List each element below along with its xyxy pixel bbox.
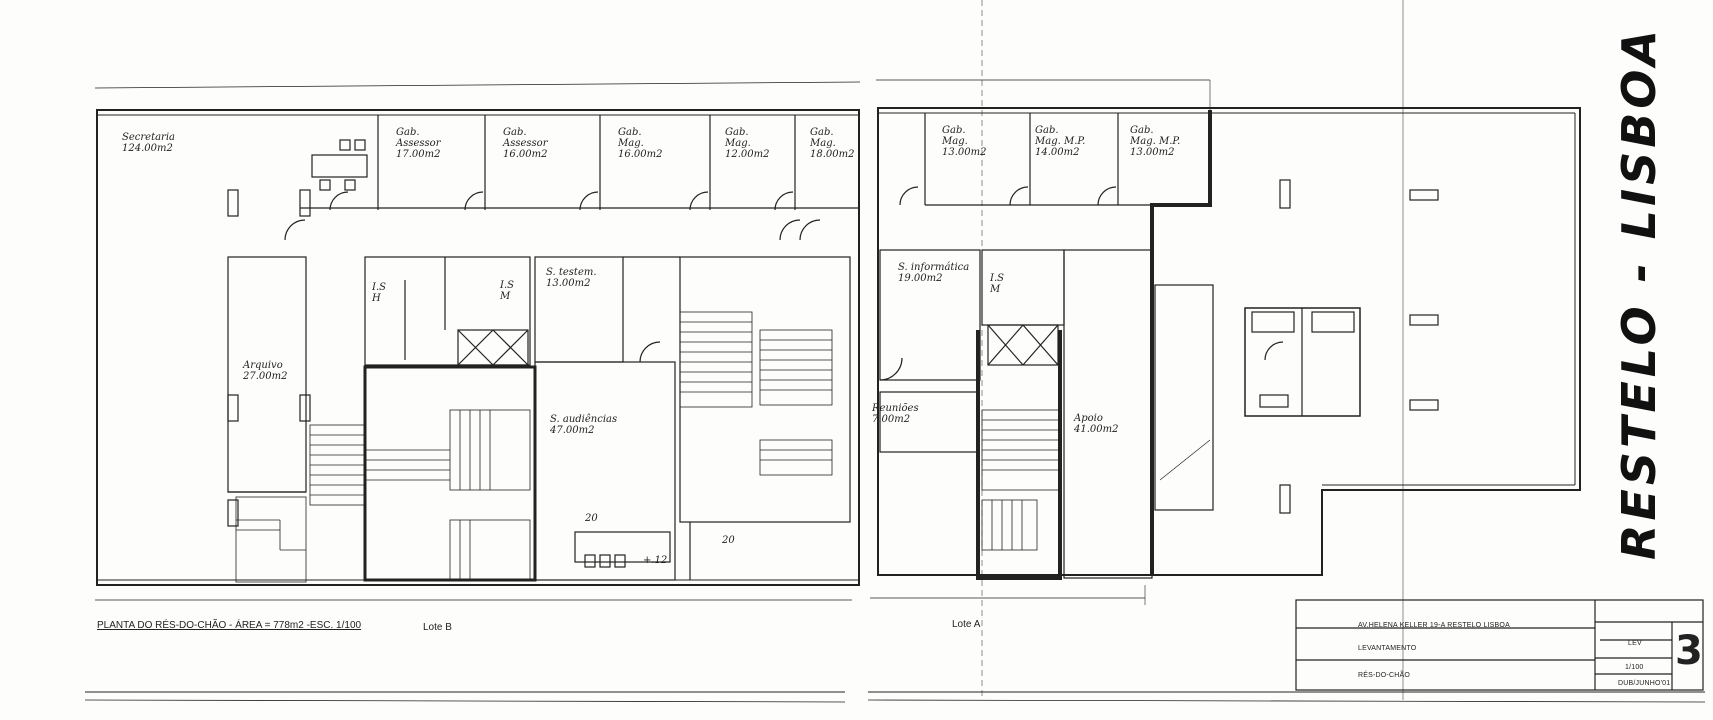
room-label-gab-mag-3: Gab. Mag. 18.00m2 — [810, 127, 855, 160]
title-block-floor: RÉS-DO-CHÃO — [1358, 672, 1410, 679]
room-s-informatica — [879, 249, 981, 381]
room-label-gab-mag-mp-2: Gab. Mag. M.P. 13.00m2 — [1130, 125, 1181, 158]
room-label-reunioes: Reuniões 7.00m2 — [872, 403, 919, 425]
room-label-arquivo: Arquivo 27.00m2 — [243, 360, 288, 382]
handwritten-title: RESTELO - LISBOA 3 — [1612, 30, 1666, 560]
label-20-audiencias: 20 — [585, 513, 598, 524]
lot-b-outline — [96, 109, 860, 586]
plan-caption: PLANTA DO RÉS-DO-CHÃO - ÁREA = 778m2 -ES… — [97, 620, 362, 631]
title-block-code: LEV — [1628, 640, 1642, 647]
room-label-apoio: Apoio 41.00m2 — [1074, 413, 1119, 435]
handwritten-title-text: RESTELO - LISBOA 3 — [1612, 30, 1666, 560]
room-label-gab-mag-2: Gab. Mag. 12.00m2 — [725, 127, 770, 160]
label-20-right: 20 — [722, 535, 735, 546]
label-level-12: +.12 — [643, 555, 668, 566]
room-label-is-h: I.S H — [372, 282, 386, 304]
room-label-gab-mag-mp-1: Gab. Mag. M.P. 14.00m2 — [1035, 125, 1086, 158]
title-block-subject: LEVANTAMENTO — [1358, 645, 1417, 652]
room-label-gab-mag-4: Gab. Mag. 13.00m2 — [942, 125, 987, 158]
room-audiencias — [534, 361, 676, 581]
room-label-gab-assessor-2: Gab. Assessor 16.00m2 — [503, 127, 548, 160]
room-label-s-informatica: S. informática 19.00m2 — [898, 262, 970, 284]
title-block-sheet-number: 3 — [1675, 628, 1703, 674]
room-label-is-m-lot-b: I.S M — [500, 280, 514, 302]
room-apoio — [1063, 249, 1153, 579]
title-block-date: DUB/JUNHO'01 — [1618, 680, 1671, 687]
room-label-gab-assessor-1: Gab. Assessor 17.00m2 — [396, 127, 441, 160]
title-block-address: AV.HELENA KELLER 19-A RESTELO LISBOA — [1358, 622, 1510, 629]
room-label-gab-mag-1: Gab. Mag. 16.00m2 — [618, 127, 663, 160]
room-reunioes — [879, 391, 979, 453]
wc-block-lot-b — [364, 256, 531, 366]
lot-a-outline — [877, 107, 1581, 576]
room-label-s-audiencias: S. audiências 47.00m2 — [550, 414, 618, 436]
lote-a-label: Lote A — [952, 619, 981, 630]
room-label-is-m-lot-a: I.S M — [990, 273, 1004, 295]
lote-b-label: Lote B — [423, 622, 452, 633]
title-block-scale: 1/100 — [1625, 664, 1644, 671]
title-block — [1295, 599, 1704, 691]
room-label-s-testem: S. testem. 13.00m2 — [546, 267, 597, 289]
room-label-secretaria: Secretaria 124.00m2 — [122, 132, 175, 154]
